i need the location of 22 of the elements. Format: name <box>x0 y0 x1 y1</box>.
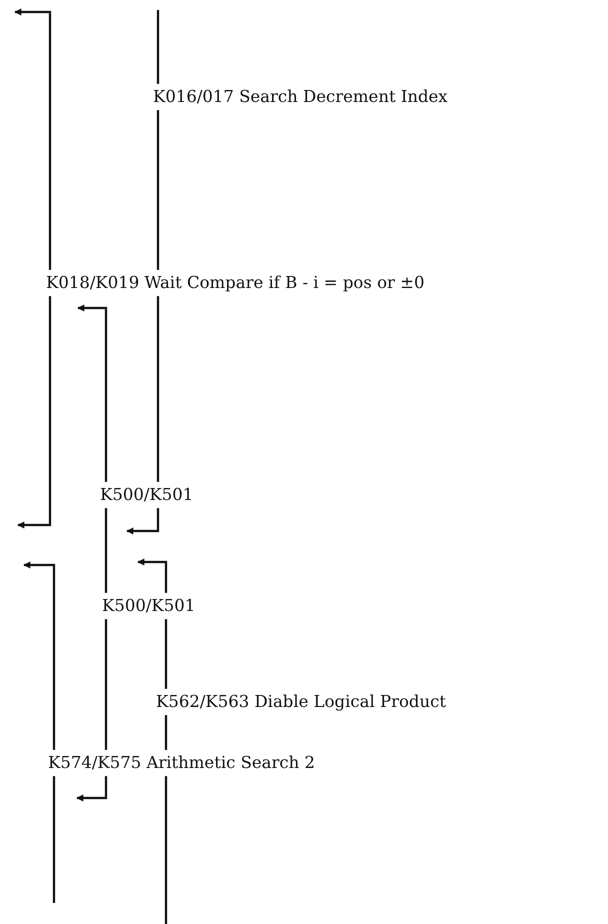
connector-line <box>156 110 160 270</box>
connector-line <box>164 776 168 924</box>
connector-line <box>164 619 168 689</box>
text-label: K500/K501 <box>100 482 194 508</box>
connector-line <box>164 715 168 750</box>
text-label: K016/017 Search Decrement Index <box>153 84 448 110</box>
arrow <box>14 8 52 270</box>
connector-line <box>104 619 108 750</box>
arrow <box>137 558 168 593</box>
connector-line <box>156 296 160 482</box>
arrow <box>17 296 52 528</box>
arrow <box>77 304 108 482</box>
arrow <box>76 776 108 802</box>
connector-line <box>156 10 160 84</box>
text-label: K562/K563 Diable Logical Product <box>156 688 446 716</box>
connector-line <box>52 776 56 903</box>
arrow <box>126 508 160 534</box>
text-label: K574/K575 Arithmetic Search 2 <box>48 750 315 776</box>
text-label: K018/K019 Wait Compare if B - i = pos or ±0 <box>46 270 424 296</box>
text-label: K500/K501 <box>102 592 196 620</box>
arrow <box>23 562 56 750</box>
connector-line <box>104 508 108 593</box>
